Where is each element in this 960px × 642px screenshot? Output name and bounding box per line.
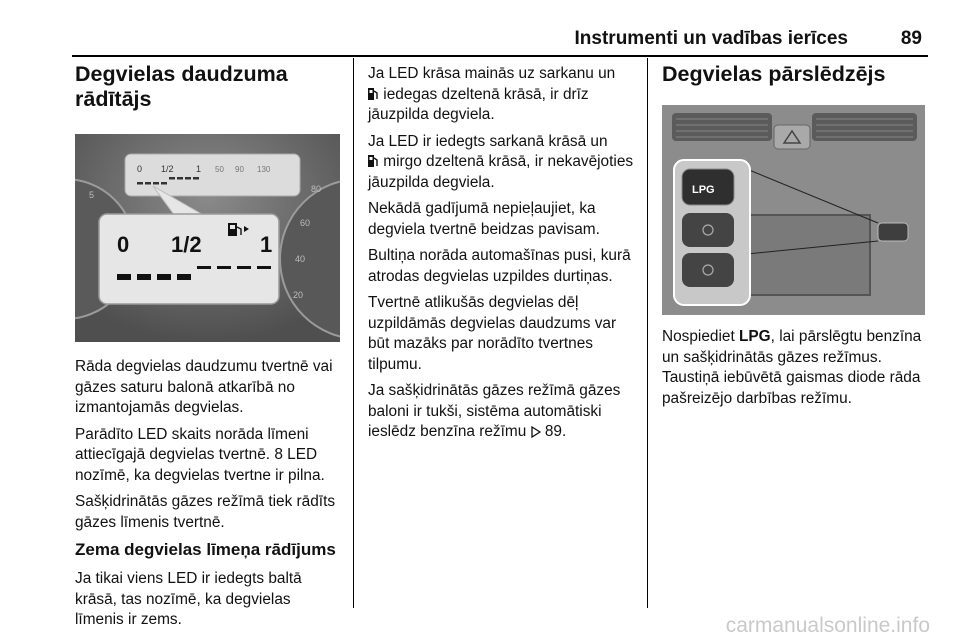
small-temp-label: 130 [257, 165, 271, 174]
fuel-led-segment-lit [177, 274, 191, 280]
fuel-led-segment-lit [137, 274, 151, 280]
paragraph: Nospiediet LPG, lai pārslēgtu benzīna un… [662, 327, 928, 409]
paragraph-text: Nospiediet [662, 328, 735, 345]
dial-tick-label: 40 [295, 254, 305, 264]
column-divider [353, 58, 354, 608]
fuel-led-segment-unlit [237, 266, 251, 269]
paragraph: Bultiņa norāda automašīnas pusi, kurā at… [368, 247, 631, 285]
page-header: Instrumenti un vadības ierīces 89 [72, 22, 928, 57]
dial-tick-label: 80 [311, 184, 321, 194]
paragraph-text: mirgo dzeltenā krāsā, ir nekavējoties jā… [368, 153, 634, 191]
small-fuel-led-segment [193, 177, 199, 180]
fuel-switch-figure: LPG [662, 105, 925, 315]
fuel-pump-icon [228, 223, 249, 236]
small-fuel-led-segment [161, 182, 167, 185]
paragraph: Ja LED krāsa mainās uz sarkanu un iedega… [368, 64, 640, 126]
small-fuel-label-empty: 0 [137, 164, 142, 174]
page-number: 89 [900, 28, 922, 49]
lpg-keyword: LPG [739, 328, 771, 345]
paragraph: Ja LED ir iedegts sarkanā krāsā un mirgo… [368, 132, 640, 194]
paragraph: Sašķidrinātās gāzes režīmā tiek rādīts g… [75, 493, 336, 531]
fuel-led-segment-lit [117, 274, 131, 280]
fuel-pump-icon [368, 87, 378, 100]
fuel-label-half: 1/2 [171, 232, 202, 257]
small-temp-label: 50 [215, 165, 224, 174]
subsection-heading: Zema degvielas līmeņa rādījums [75, 540, 336, 559]
paragraph: Ja sašķidrinātās gāzes režīmā gāzes balo… [368, 381, 640, 443]
small-fuel-led-segment [185, 177, 191, 180]
fuel-switch-illustration: LPG [662, 105, 925, 315]
header-title: Instrumenti un vadības ierīces [574, 28, 848, 49]
fuel-led-segment-unlit [217, 266, 231, 269]
watermark: carmanualsonline.info [725, 614, 930, 637]
middle-column: Ja LED krāsa mainās uz sarkanu un iedega… [368, 58, 640, 449]
paragraph: Nekādā gadījumā nepieļaujiet, ka degviel… [368, 200, 600, 238]
small-fuel-segments [137, 177, 199, 185]
dial-tick-label: 20 [293, 290, 303, 300]
page-reference[interactable]: 89. [544, 423, 567, 440]
fuel-gauge-figure: 5 80 60 40 20 0 1/2 1 50 90 130 0 1/2 1 [75, 134, 340, 342]
paragraph: Ja tikai viens LED ir iedegts baltā krās… [75, 570, 302, 628]
paragraph: Rāda degvielas daudzumu tvertnē vai gāze… [75, 358, 333, 416]
paragraph-text: , lai pārslēgtu benzīna un sašķidrinātās… [662, 328, 922, 407]
small-fuel-label-full: 1 [196, 164, 201, 174]
right-column: Degvielas pārslēdzējs LP [662, 58, 928, 415]
fuel-level-segments [117, 266, 271, 280]
small-fuel-led-segment [153, 182, 159, 185]
fuel-label-empty: 0 [117, 232, 129, 257]
lpg-button-label: LPG [692, 184, 715, 196]
page-reference-icon [530, 426, 541, 438]
paragraph: Tvertnē atlikušās degvielas dēļ uzpildām… [368, 294, 617, 373]
fuel-pump-icon [368, 155, 378, 167]
paragraph-text: iedegas dzeltenā krāsā, ir drīz jāuzpild… [368, 85, 589, 124]
dial-tick-label: 5 [89, 190, 94, 200]
paragraph-text: Ja LED ir iedegts sarkanā krāsā un [368, 132, 608, 150]
small-fuel-label-half: 1/2 [161, 164, 174, 174]
small-fuel-led-segment [169, 177, 175, 180]
header-rule [72, 55, 928, 57]
paragraph-text: Ja sašķidrinātās gāzes režīmā gāzes balo… [368, 382, 621, 440]
fuel-led-segment-unlit [257, 266, 271, 269]
small-fuel-led-segment [137, 182, 143, 185]
fuel-led-segment-lit [157, 274, 171, 280]
paragraph: Parādīto LED skaits norāda līmeni attiec… [75, 425, 325, 484]
paragraph-text: Ja LED krāsa mainās uz sarkanu un [368, 65, 616, 82]
small-temp-label: 90 [235, 165, 244, 174]
fuel-led-segment-unlit [197, 266, 211, 269]
section-heading: Degvielas pārslēdzējs [662, 62, 886, 86]
small-fuel-led-segment [177, 177, 183, 180]
dial-tick-label: 60 [300, 218, 310, 228]
left-column: Degvielas daudzuma rādītājs 5 80 60 40 2… [75, 58, 343, 637]
fuel-gauge-illustration: 5 80 60 40 20 0 1/2 1 50 90 130 0 1/2 1 [75, 134, 340, 342]
fuel-label-full: 1 [260, 232, 272, 257]
section-heading: Degvielas daudzuma rādītājs [75, 62, 288, 111]
small-fuel-led-segment [145, 182, 151, 185]
column-divider [647, 58, 648, 608]
